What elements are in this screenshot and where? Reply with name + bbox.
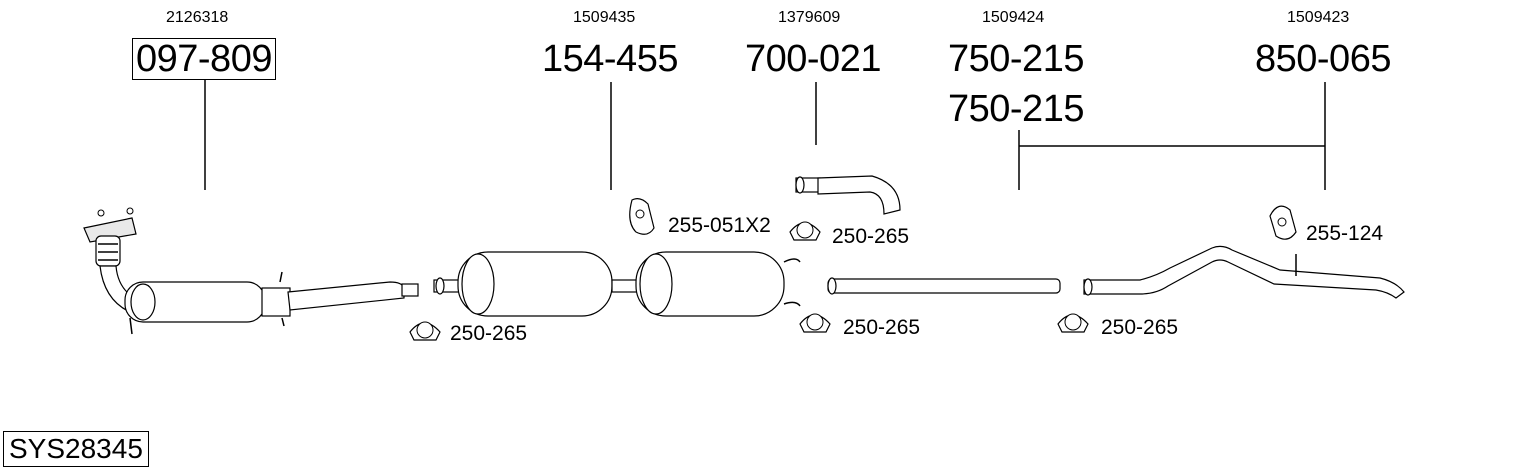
part-number-4-repeat[interactable]: 750-215 [948, 88, 1084, 130]
part-number-5[interactable]: 850-065 [1255, 38, 1391, 80]
hanger-label-a[interactable]: 255-051X2 [668, 214, 771, 237]
clamp-label-2[interactable]: 250-265 [832, 225, 910, 248]
oem-number-4: 1509424 [982, 9, 1045, 26]
tail-bend-pipe [795, 175, 901, 215]
hanger-label-b[interactable]: 255-124 [1306, 222, 1384, 245]
clamp-icon-3 [799, 313, 831, 333]
oem-number-2: 1509435 [573, 9, 636, 26]
rubber-hanger-icon-a [629, 198, 655, 235]
clamp-icon-2 [789, 221, 821, 241]
intermediate-pipe [827, 277, 1061, 295]
clamp-label-3[interactable]: 250-265 [843, 316, 921, 339]
front-pipe-catalyst [83, 207, 419, 335]
rear-pipe [1083, 245, 1405, 299]
part-number-3[interactable]: 700-021 [745, 38, 881, 80]
rubber-hanger-icon-b [1269, 205, 1297, 240]
oem-number-3: 1379609 [778, 9, 841, 26]
clamp-label-1[interactable]: 250-265 [450, 322, 528, 345]
oem-number-1: 2126318 [166, 9, 229, 26]
part-number-1[interactable]: 097-809 [132, 38, 276, 80]
clamp-icon-1 [409, 321, 441, 341]
part-number-2[interactable]: 154-455 [542, 38, 678, 80]
clamp-icon-4 [1057, 313, 1089, 333]
part-number-4[interactable]: 750-215 [948, 38, 1084, 80]
clamp-label-4[interactable]: 250-265 [1101, 316, 1179, 339]
oem-number-5: 1509423 [1287, 9, 1350, 26]
middle-silencers [433, 251, 801, 317]
system-code: SYS28345 [3, 431, 149, 467]
